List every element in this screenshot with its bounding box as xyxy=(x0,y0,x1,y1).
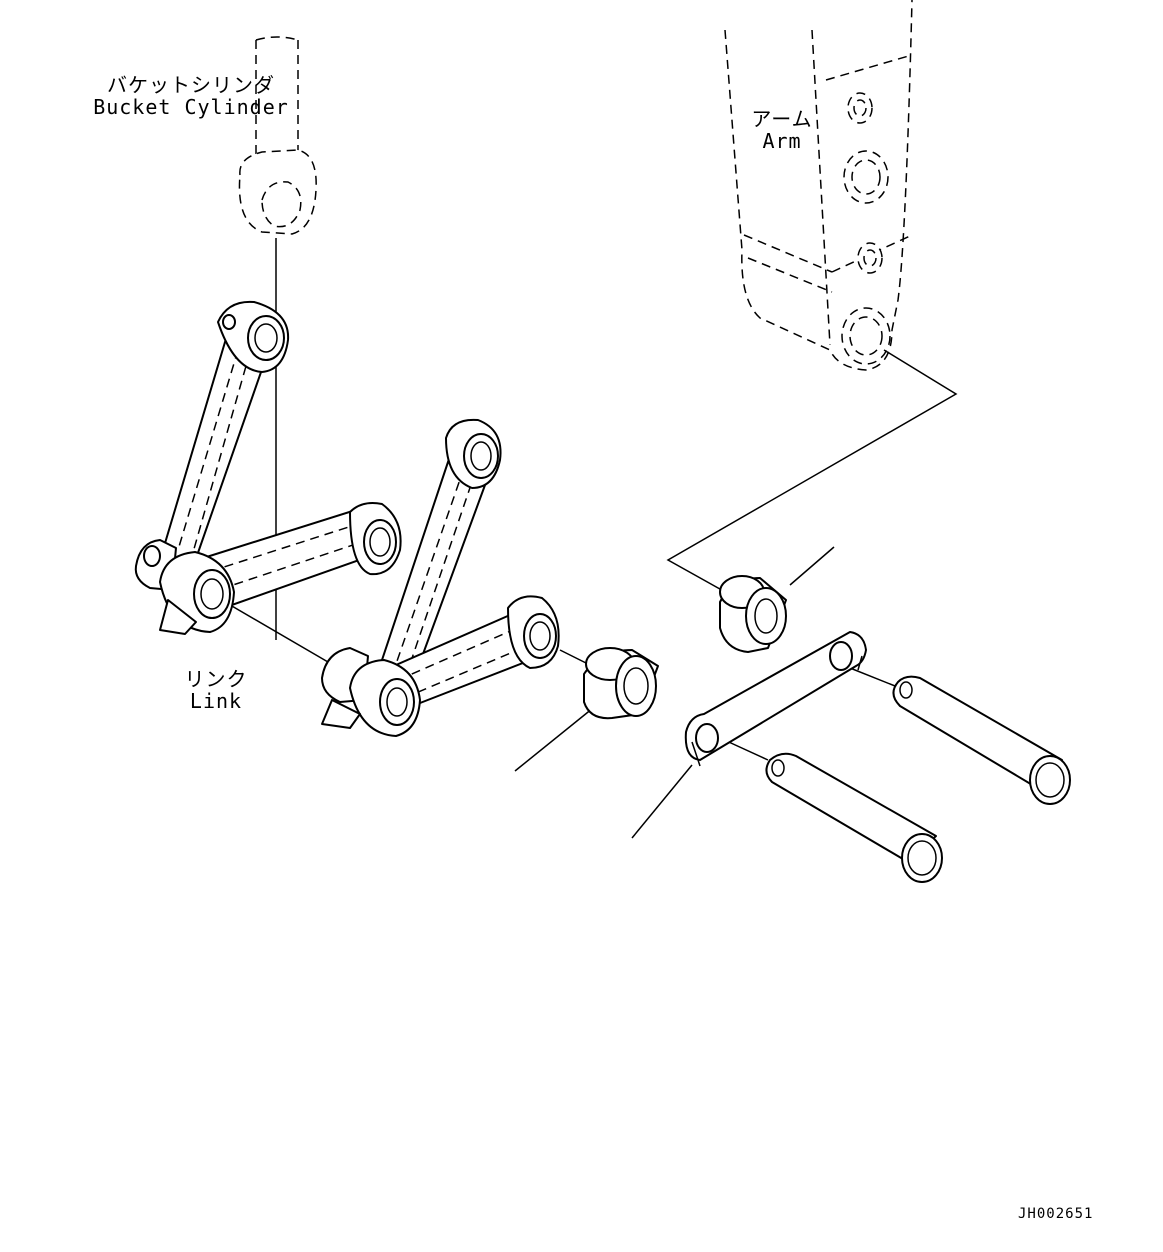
arm-phantom xyxy=(724,0,913,371)
pin-lower xyxy=(765,752,943,883)
bushing-lower xyxy=(583,647,659,720)
drawing-code: JH002651 xyxy=(1018,1206,1094,1222)
bucket-cylinder-label-en: Bucket Cylinder xyxy=(93,95,289,119)
connecting-plate xyxy=(684,631,867,767)
link-label: リンク Link xyxy=(176,668,256,712)
bucket-cylinder-phantom xyxy=(238,36,317,235)
bucket-cylinder-label-jp: バケットシリンダ xyxy=(107,73,275,97)
arm-label-en: Arm xyxy=(762,129,802,153)
pin-upper xyxy=(892,675,1071,805)
bushing-upper xyxy=(719,575,787,653)
arm-label-jp: アーム xyxy=(751,107,813,131)
link-left xyxy=(134,300,402,635)
arm-label: アーム Arm xyxy=(742,108,822,152)
link-label-jp: リンク xyxy=(184,667,248,691)
bucket-cylinder-label: バケットシリンダ Bucket Cylinder xyxy=(86,74,296,118)
link-right xyxy=(321,418,560,737)
link-label-en: Link xyxy=(189,689,243,713)
